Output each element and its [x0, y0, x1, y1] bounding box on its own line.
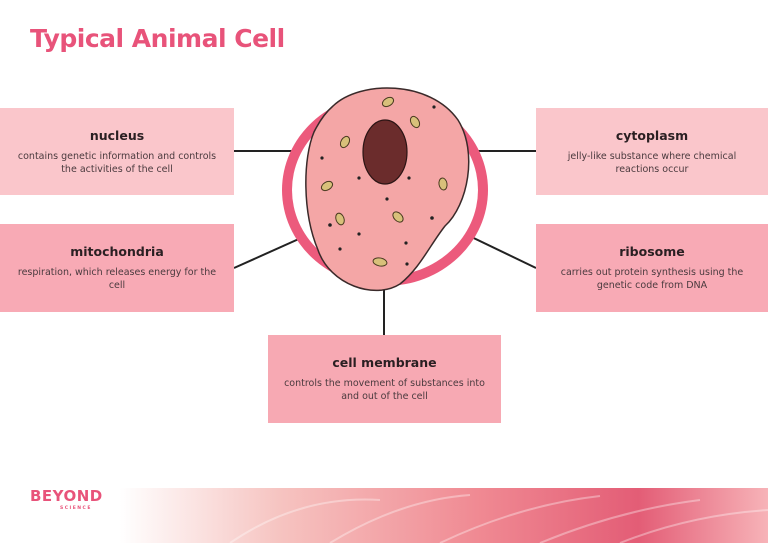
- logo-subtitle: SCIENCE: [60, 506, 92, 511]
- mitochondria-group: [320, 96, 448, 267]
- cell-membrane-heading: cell membrane: [332, 355, 437, 370]
- nucleus-organelle: [362, 119, 408, 185]
- feather-strokes: [229, 494, 768, 543]
- feather-banner: [120, 488, 768, 543]
- ribosome-dots: [320, 105, 436, 266]
- cytoplasm-heading: cytoplasm: [615, 128, 689, 143]
- ribosome-description: carries out protein synthesis using the …: [560, 267, 744, 291]
- mitochondria-label-box: mitochondria respiration, which releases…: [0, 224, 234, 312]
- ribosome-heading: ribosome: [619, 244, 685, 259]
- ribosome-label-box: ribosome carries out protein synthesis u…: [536, 224, 768, 312]
- page-title: Typical Animal Cell: [30, 24, 285, 53]
- nucleus-label-box: nucleus contains genetic information and…: [0, 108, 234, 195]
- cytoplasm-label-box: cytoplasm jelly-like substance where che…: [536, 108, 768, 195]
- nucleus-description: contains genetic information and control…: [17, 151, 217, 175]
- beyond-logo: BEYOND SCIENCE: [30, 487, 103, 511]
- mitochondria-description: respiration, which releases energy for t…: [17, 267, 217, 291]
- cytoplasm-description: jelly-like substance where chemical reac…: [567, 151, 737, 175]
- cell-membrane-label-box: cell membrane controls the movement of s…: [268, 335, 501, 423]
- logo-word: BEYOND: [30, 487, 103, 505]
- cell-membrane-description: controls the movement of substances into…: [284, 378, 485, 402]
- nucleus-heading: nucleus: [89, 128, 145, 143]
- mitochondria-heading: mitochondria: [70, 244, 164, 259]
